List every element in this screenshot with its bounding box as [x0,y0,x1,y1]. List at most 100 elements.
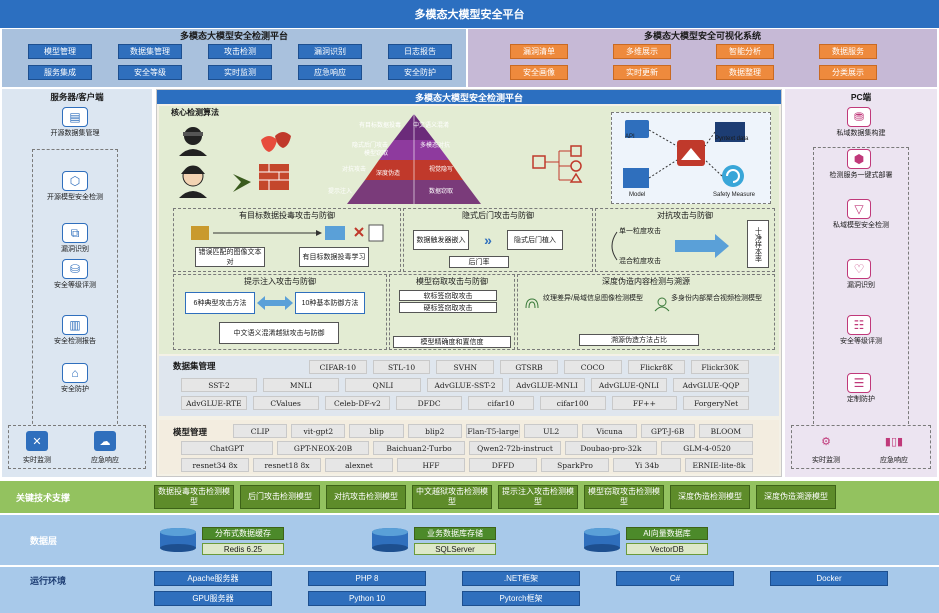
model-chip[interactable]: GPT-J-6B [640,424,695,438]
model-chip[interactable]: CLIP [233,424,288,438]
visual-button[interactable]: 多维展示 [613,44,671,59]
platform-button[interactable]: 安全等级 [118,65,182,80]
dataset-chip[interactable]: CValues [252,396,319,410]
model-chip[interactable]: blip2 [407,424,462,438]
model-chip[interactable]: Doubao-pro-32k [565,441,657,455]
prompt-box-b: 10种基本防御方法 [295,292,365,314]
model-chip[interactable]: UL2 [524,424,579,438]
model-chip[interactable]: resnet18 8x [253,458,321,472]
dataset-chip[interactable]: AdvGLUE-SST-2 [427,378,503,392]
server-item-icon: ⧉ [62,223,88,243]
model-chip[interactable]: ERNIE-lite-8k [685,458,753,472]
model-chip[interactable]: blip [349,424,404,438]
dataset-chip[interactable]: Flickr8K [627,360,686,374]
pc-bottom-box [791,425,931,469]
pyramid-label: 模型窃取 [363,151,388,157]
visual-button[interactable]: 数据服务 [819,44,877,59]
tools-icon: ✕ [26,431,48,451]
dataset-chip[interactable]: AdvGLUE-RTE [181,396,247,410]
deepfake-section [517,274,775,350]
dataset-chip[interactable]: CIFAR-10 [309,360,367,374]
data-layer-title: 数据层 [30,536,58,546]
database-icon [160,528,196,552]
cloud-icon: ☁ [94,431,116,451]
key-tech-item[interactable]: 提示注入攻击检测模型 [498,485,578,509]
dataset-chip[interactable]: cifar100 [539,396,606,410]
pc-item-icon: ♡ [847,259,871,279]
key-tech-item[interactable]: 后门攻击检测模型 [240,485,320,509]
dataset-chip[interactable]: SST-2 [181,378,257,392]
platform-button[interactable]: 实时监测 [208,65,272,80]
gear-icon: ⚙ [821,435,831,448]
platform-button[interactable]: 模型管理 [28,44,92,59]
visual-button[interactable]: 安全画像 [510,65,568,80]
pc-title: PC端 [850,92,872,102]
model-chip[interactable]: alexnet [325,458,393,472]
key-tech-title: 关键技术支撑 [16,493,71,503]
dataset-chip[interactable]: COCO [563,360,622,374]
dataset-chip[interactable]: SVHN [436,360,495,374]
visual-button[interactable]: 实时更新 [613,65,671,80]
model-chip[interactable]: Flan-T5-large [465,424,521,438]
platform-button[interactable]: 漏洞识别 [298,44,362,59]
model-chip[interactable]: SparkPro [541,458,609,472]
key-tech-item[interactable]: 对抗攻击检测模型 [326,485,406,509]
key-tech-item[interactable]: 深度伪造溯源模型 [756,485,836,509]
dataset-chip[interactable]: cifar10 [468,396,534,410]
dataset-chip[interactable]: AdvGLUE-QQP [673,378,749,392]
backdoor-box-b: 隐式后门植入 [507,230,563,250]
model-chip[interactable]: Vicuna [582,424,637,438]
server-item-icon: ⌂ [62,363,88,383]
api-label: Pyntext data [715,136,749,142]
key-tech-item[interactable]: 模型窃取攻击检测模型 [584,485,664,509]
key-tech-item[interactable]: 中文越狱攻击检测模型 [412,485,492,509]
key-tech-item[interactable]: 数据投毒攻击检测模型 [154,485,234,509]
data-layer-tech: SQLServer [414,543,496,555]
dataset-chip[interactable]: Celeb-DF-v2 [324,396,391,410]
model-chip[interactable]: GPT-NEOX-20B [277,441,369,455]
platform-button[interactable]: 日志报告 [388,44,452,59]
key-tech-row: 关键技术支撑 数据投毒攻击检测模型后门攻击检测模型对抗攻击检测模型中文越狱攻击检… [0,481,939,513]
dataset-chip[interactable]: FF++ [611,396,678,410]
model-chip[interactable]: Qwen2-72b-instruct [469,441,561,455]
model-chip[interactable]: Yi 34b [613,458,681,472]
model-chip[interactable]: resnet34 8x [181,458,249,472]
dataset-chip[interactable]: QNLI [345,378,421,392]
dataset-chip[interactable]: AdvGLUE-MNLI [509,378,585,392]
runtime-item: C# [616,571,734,586]
visual-button[interactable]: 数据整理 [716,65,774,80]
model-chip[interactable]: vit-gpt2 [291,424,346,438]
platform-button[interactable]: 攻击检测 [208,44,272,59]
dataset-chip[interactable]: AdvGLUE-QNLI [591,378,667,392]
platform-button[interactable]: 服务集成 [28,65,92,80]
dataset-chip[interactable]: MNLI [263,378,339,392]
model-chip[interactable]: HFF [397,458,465,472]
dataset-chip[interactable]: Flickr30K [691,360,749,374]
model-chip[interactable]: DFFD [469,458,537,472]
model-chip[interactable]: GLM-4-0520 [661,441,753,455]
platform-button[interactable]: 应急响应 [298,65,362,80]
backdoor-box-a: 数据触发器嵌入 [413,230,469,250]
dataset-chip[interactable]: STL-10 [372,360,431,374]
top-banner: 多模态大模型安全平台 [0,0,939,28]
key-tech-item[interactable]: 深度伪造检测模型 [670,485,750,509]
visual-button[interactable]: 分类展示 [819,65,877,80]
pc-bottom-label: 应急响应 [880,457,908,464]
server-client-column: 服务器/客户端 ▤开源数据集管理⬡开源模型安全检测⧉漏洞识别⛁安全等级评测▥安全… [2,89,152,477]
prompt-box-a: 6种典型攻击方法 [185,292,255,314]
dataset-chip[interactable]: DFDC [396,396,462,410]
platform-button[interactable]: 数据集管理 [118,44,182,59]
platform-button[interactable]: 安全防护 [388,65,452,80]
model-chip[interactable]: Baichuan2-Turbo [373,441,465,455]
visual-button[interactable]: 漏洞清单 [510,44,568,59]
model-chip[interactable]: BLOOM [698,424,753,438]
database-icon [584,528,620,552]
model-chip[interactable]: ChatGPT [181,441,273,455]
adversarial-title: 对抗攻击与防御 [657,210,713,220]
dataset-chip[interactable]: GTSRB [500,360,558,374]
dataset-chip[interactable]: ForgeryNet [683,396,749,410]
deepfake-b: 多身份内部聚合视频检测模型 [671,295,762,302]
steal-box-a: 软标签窃取攻击 [399,290,497,301]
visual-button[interactable]: 智能分析 [716,44,774,59]
